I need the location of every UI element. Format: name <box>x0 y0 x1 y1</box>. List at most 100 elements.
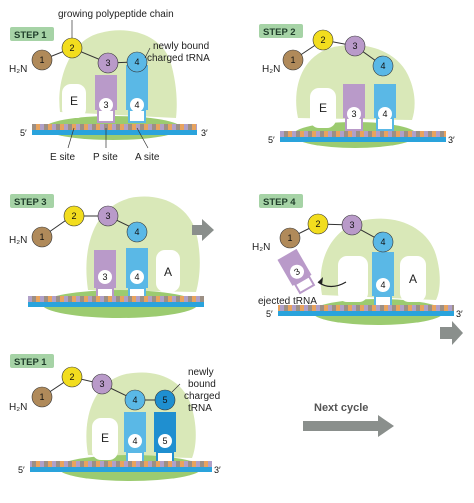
svg-text:3: 3 <box>349 220 354 230</box>
growing-chain-label: growing polypeptide chain <box>58 9 174 20</box>
p-site-label: P site <box>93 152 118 163</box>
svg-text:E: E <box>101 431 109 445</box>
amino-acid-3: 3 <box>91 373 113 395</box>
mrna-shift-arrow <box>440 321 463 345</box>
next-cycle-arrow <box>303 415 394 437</box>
e-site-label: E site <box>50 152 75 163</box>
amino-acid-3: 3 <box>97 205 119 227</box>
newly-label: newly <box>188 367 214 378</box>
e-letter: E <box>70 94 78 108</box>
svg-text:1: 1 <box>39 55 44 65</box>
amino-acid-3: 3 <box>97 52 119 74</box>
svg-text:4: 4 <box>134 57 139 67</box>
panel-step2: STEP 2 E 3 4 5′ 3′ H₂N 1 2 3 4 <box>259 24 455 148</box>
newly-bound-label-1: newly bound <box>153 41 209 52</box>
svg-text:3: 3 <box>292 266 301 277</box>
ejected-trna-label: ejected tRNA <box>258 296 317 307</box>
mrna-strand <box>278 311 454 316</box>
svg-text:2: 2 <box>69 372 74 382</box>
svg-text:5: 5 <box>162 395 167 405</box>
svg-text:5′: 5′ <box>268 135 275 145</box>
trna-4-label: 4 <box>134 100 139 110</box>
svg-text:5′: 5′ <box>266 309 273 319</box>
svg-text:H₂N: H₂N <box>9 235 27 246</box>
svg-text:1: 1 <box>39 232 44 242</box>
amino-acid-4: 4 <box>126 221 148 243</box>
svg-text:3: 3 <box>105 211 110 221</box>
mrna-strand <box>280 137 446 142</box>
svg-text:3′: 3′ <box>448 135 455 145</box>
svg-text:5: 5 <box>162 436 167 446</box>
step-label: STEP 1 <box>14 357 47 368</box>
mrna-strand <box>30 467 212 472</box>
svg-text:4: 4 <box>132 395 137 405</box>
amino-acid-5: 5 <box>154 389 176 411</box>
svg-text:2: 2 <box>315 219 320 229</box>
svg-text:3: 3 <box>99 379 104 389</box>
trna-3: 3 <box>94 250 116 301</box>
amino-acid-1: 1 <box>31 49 53 71</box>
newly-bound-label-2: charged tRNA <box>147 53 210 64</box>
svg-text:4: 4 <box>380 280 385 290</box>
svg-text:2: 2 <box>71 211 76 221</box>
svg-text:4: 4 <box>380 237 385 247</box>
trna-4: 4 <box>124 412 146 463</box>
svg-text:1: 1 <box>290 55 295 65</box>
svg-text:1: 1 <box>287 233 292 243</box>
panel-step1: STEP 1 E 3 4 5′ 3′ H₂N 1 2 3 4 <box>9 9 210 163</box>
bound-label: bound <box>188 379 216 390</box>
svg-text:3: 3 <box>352 41 357 51</box>
charged-label: charged <box>184 391 220 402</box>
amino-acid-2: 2 <box>61 366 83 388</box>
amino-acid-4: 4 <box>124 389 146 411</box>
trna-3-label: 3 <box>103 100 108 110</box>
trna-4: 4 <box>126 65 148 123</box>
svg-text:2: 2 <box>69 43 74 53</box>
amino-acid-3: 3 <box>341 214 363 236</box>
amino-acid-4: 4 <box>126 51 148 73</box>
svg-text:A: A <box>164 265 172 279</box>
svg-text:1: 1 <box>39 392 44 402</box>
panel-step3: STEP 3 3 4 A H₂N 1 2 3 4 <box>9 194 214 318</box>
amino-acid-2: 2 <box>61 37 83 59</box>
svg-text:2: 2 <box>320 35 325 45</box>
svg-text:5′: 5′ <box>18 465 25 475</box>
amino-acid-2: 2 <box>63 205 85 227</box>
step-badge <box>10 27 54 41</box>
trna-4: 4 <box>372 252 394 307</box>
svg-text:4: 4 <box>380 61 385 71</box>
movement-arrow <box>192 219 214 241</box>
amino-acid-1: 1 <box>31 386 53 408</box>
step-label: STEP 3 <box>14 197 47 208</box>
trna-4: 4 <box>126 248 148 301</box>
svg-text:4: 4 <box>382 109 387 119</box>
svg-text:4: 4 <box>132 436 137 446</box>
ejected-trna: 3 <box>277 248 316 295</box>
svg-text:4: 4 <box>134 272 139 282</box>
svg-text:H₂N: H₂N <box>262 64 280 75</box>
step-label: STEP 2 <box>263 27 296 38</box>
amino-acid-1: 1 <box>282 49 304 71</box>
svg-text:4: 4 <box>134 227 139 237</box>
svg-text:H₂N: H₂N <box>9 402 27 413</box>
step-label: STEP 1 <box>14 30 47 41</box>
amino-acid-2: 2 <box>312 29 334 51</box>
svg-text:H₂N: H₂N <box>252 242 270 253</box>
panel-step1-next: STEP 1 E 4 5 5′ 3′ H₂N 1 2 3 4 5 newly b… <box>9 354 221 481</box>
amino-acid-4: 4 <box>372 55 394 77</box>
amino-acid-1: 1 <box>31 226 53 248</box>
three-prime: 3′ <box>201 128 208 138</box>
svg-text:3: 3 <box>105 58 110 68</box>
trna-3: 3 <box>343 84 365 131</box>
trna-label: tRNA <box>188 403 212 414</box>
svg-text:3: 3 <box>351 109 356 119</box>
amino-acid-4: 4 <box>372 231 394 253</box>
amino-acid-3: 3 <box>344 35 366 57</box>
mrna-strand <box>28 302 204 307</box>
step-label: STEP 4 <box>263 197 296 208</box>
amino-acid-1: 1 <box>279 227 301 249</box>
svg-text:A: A <box>409 272 417 286</box>
h2n-label: H₂N <box>9 64 27 75</box>
panel-step4: STEP 4 4 A 3 ejected tRNA 5′ 3′ H₂N 1 <box>252 194 463 345</box>
